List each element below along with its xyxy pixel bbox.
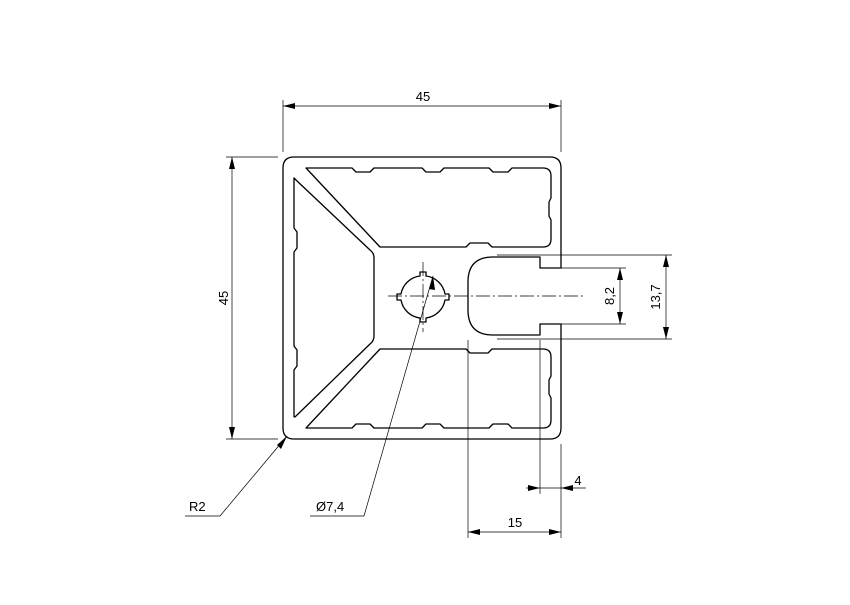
dim-slot-depth-label: 13,7 (648, 284, 663, 309)
leader-corner-radius-label: R2 (189, 499, 206, 514)
dim-width-label: 45 (416, 89, 430, 104)
dim-slot-depth: 13,7 (497, 254, 672, 340)
leader-corner-radius: R2 (185, 435, 288, 517)
center-bore (396, 271, 450, 323)
profile-outer-contour (282, 156, 562, 440)
dim-slot-opening: 8,2 (543, 267, 626, 325)
dim-slot-offset: 15 (467, 340, 562, 538)
upper-cavity (305, 167, 552, 248)
dim-slot-opening-label: 8,2 (602, 287, 617, 305)
dim-height-label: 45 (216, 291, 231, 305)
lower-cavity (305, 348, 552, 429)
left-cavity (293, 177, 375, 418)
dim-lip-thickness-label: 4 (574, 473, 581, 488)
leader-center-bore: Ø7,4 (310, 275, 435, 517)
dim-lip-thickness: 4 (526, 340, 586, 494)
dim-height: 45 (216, 156, 278, 440)
dim-slot-offset-label: 15 (508, 515, 522, 530)
dim-width: 45 (282, 89, 562, 152)
leader-center-bore-label: Ø7,4 (316, 499, 344, 514)
